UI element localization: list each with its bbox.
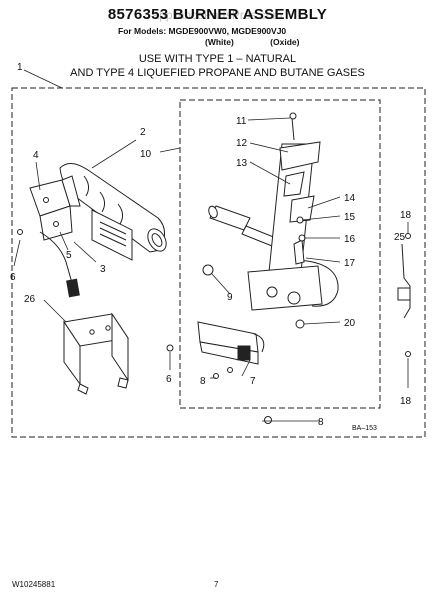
callout-17: 17 [344, 258, 356, 269]
callout-4: 4 [33, 150, 39, 161]
burner-bracket [29, 175, 81, 241]
watermark: appliancePartsPros.com [152, 8, 283, 22]
gas-type-line-2: AND TYPE 4 LIQUEFIED PROPANE AND BUTANE … [70, 67, 365, 79]
leader-lines [13, 69, 409, 422]
callout-8b: 8 [318, 417, 324, 428]
screws [166, 216, 411, 424]
page-title: 8576353 BURNER ASSEMBLY [107, 6, 328, 23]
callout-6b: 6 [166, 374, 172, 385]
callout-2: 2 [140, 127, 146, 138]
callout-16: 16 [344, 234, 356, 245]
callout-14: 14 [344, 193, 356, 204]
nozzle-tube [208, 205, 277, 247]
callout-10: 10 [140, 149, 152, 160]
callout-13: 13 [236, 158, 248, 169]
outer-dashed-frame [11, 87, 426, 438]
callout-9: 9 [227, 292, 233, 303]
diagram-code: BA–153 [352, 425, 377, 432]
variants-line: (White) (Oxide) [205, 37, 333, 47]
callout-12: 12 [236, 138, 248, 149]
gas-type-line-1: USE WITH TYPE 1 – NATURAL [138, 53, 297, 65]
callouts: 1 2 10 4 3 5 6 26 9 6 8 7 11 12 13 14 15… [10, 62, 412, 432]
callout-20: 20 [344, 318, 356, 329]
callout-8a: 8 [200, 376, 206, 387]
callout-26: 26 [24, 294, 36, 305]
igniter [17, 229, 80, 298]
callout-3: 3 [100, 264, 106, 275]
page-number: 7 [214, 580, 219, 589]
mounting-plate [91, 209, 133, 261]
variant-oxide: (Oxide) [270, 37, 300, 47]
callout-25: 25 [394, 232, 406, 243]
callout-11: 11 [236, 116, 247, 127]
inner-dashed-frame [179, 99, 381, 409]
side-bracket [397, 243, 411, 319]
callout-15: 15 [344, 212, 356, 223]
callout-18a: 18 [400, 210, 412, 221]
callout-7: 7 [250, 376, 256, 387]
callout-6a: 5 [66, 250, 72, 261]
doc-number: W10245881 [12, 580, 56, 589]
variant-white: (White) [205, 37, 234, 47]
lower-bracket [197, 321, 265, 365]
models-line: For Models: MGDE900VW0, MGDE900VJ0 [118, 26, 287, 36]
callout-18b: 18 [400, 396, 412, 407]
stand-bracket [63, 312, 129, 395]
callout-5: 6 [10, 272, 16, 283]
callout-1: 1 [17, 62, 23, 73]
gas-valve [247, 112, 339, 311]
